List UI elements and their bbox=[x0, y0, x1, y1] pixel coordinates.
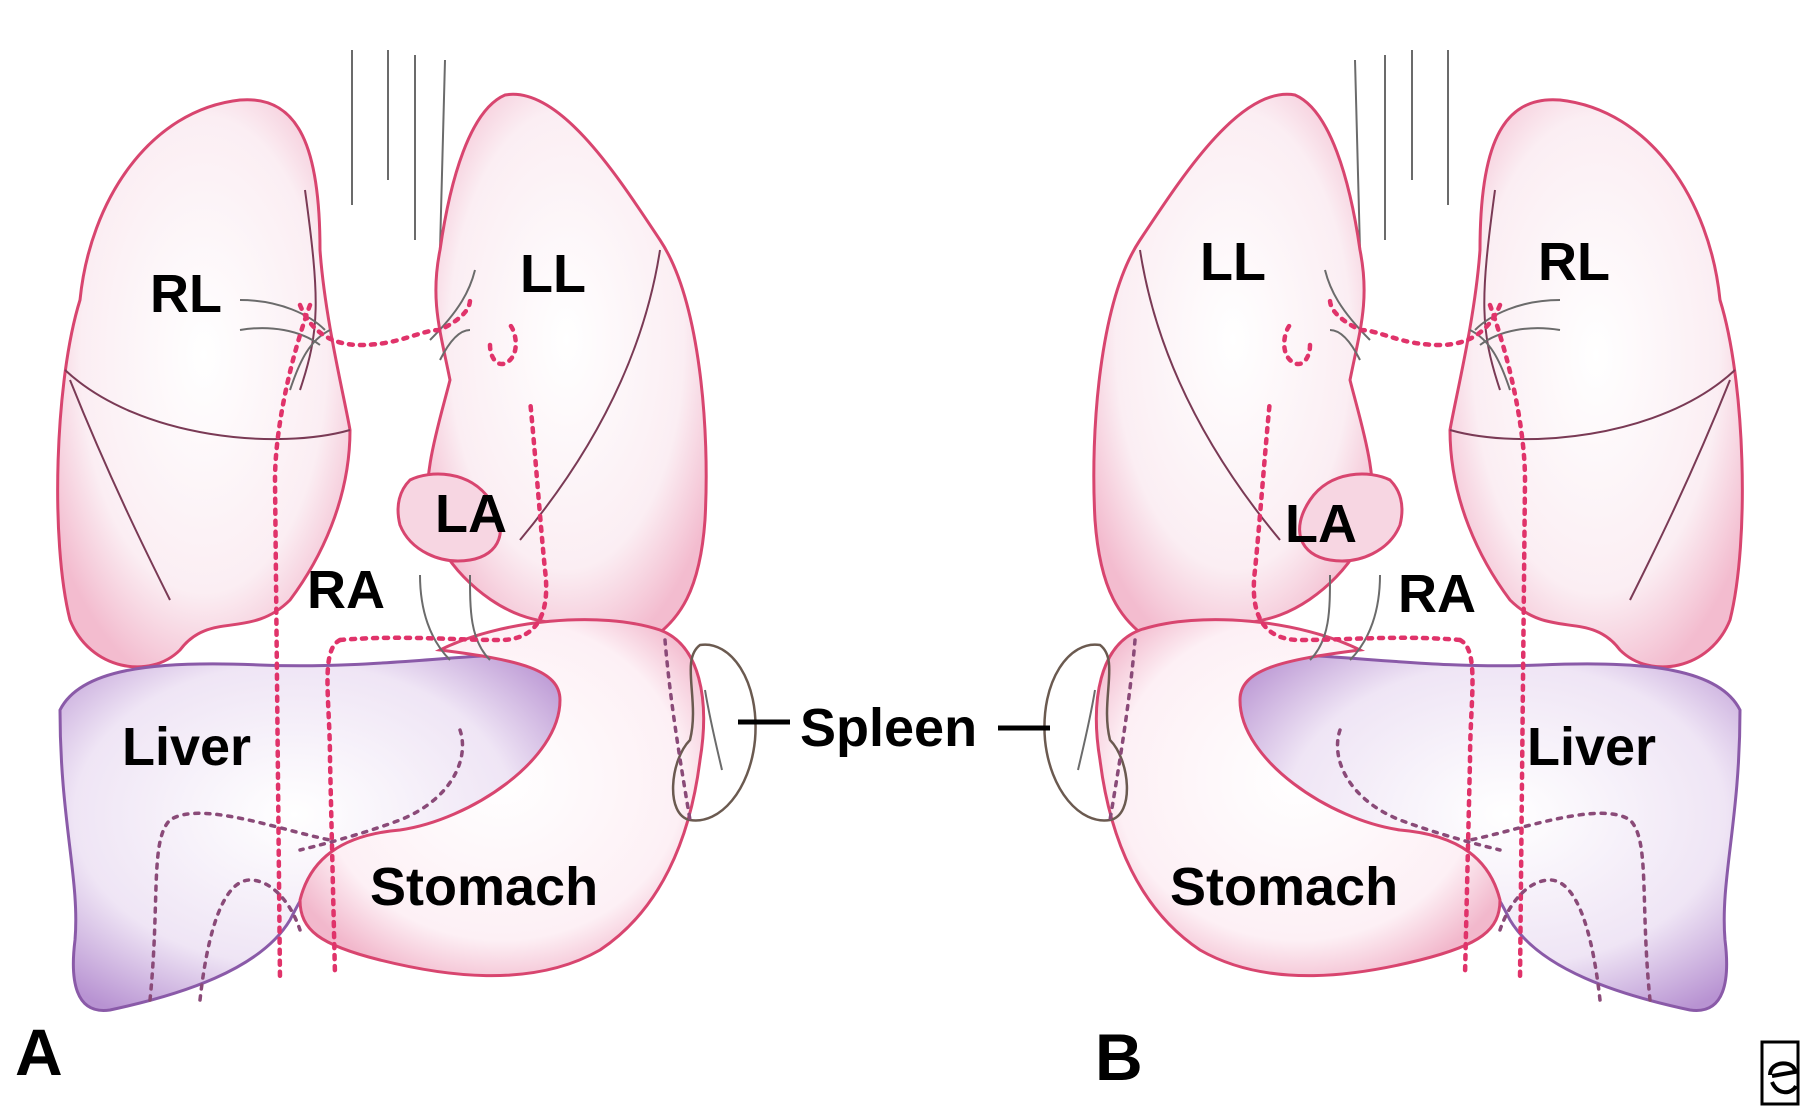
label-a-stomach: Stomach bbox=[370, 857, 598, 917]
corner-logo-icon bbox=[1760, 1040, 1800, 1106]
label-a-ll: LL bbox=[520, 244, 586, 304]
label-b-ra: RA bbox=[1398, 564, 1476, 624]
label-a-rl: RL bbox=[150, 264, 222, 324]
panel-a-letter: A bbox=[15, 1015, 63, 1089]
label-a-la: LA bbox=[435, 484, 507, 544]
label-b-la: LA bbox=[1285, 494, 1357, 554]
panel-b-letter: B bbox=[1095, 1020, 1143, 1094]
label-a-ra: RA bbox=[307, 560, 385, 620]
label-b-ll: LL bbox=[1200, 232, 1266, 292]
label-b-rl: RL bbox=[1538, 232, 1610, 292]
label-b-liver: Liver bbox=[1527, 717, 1656, 777]
label-a-liver: Liver bbox=[122, 717, 251, 777]
label-spleen: Spleen bbox=[800, 698, 977, 758]
label-b-stomach: Stomach bbox=[1170, 857, 1398, 917]
